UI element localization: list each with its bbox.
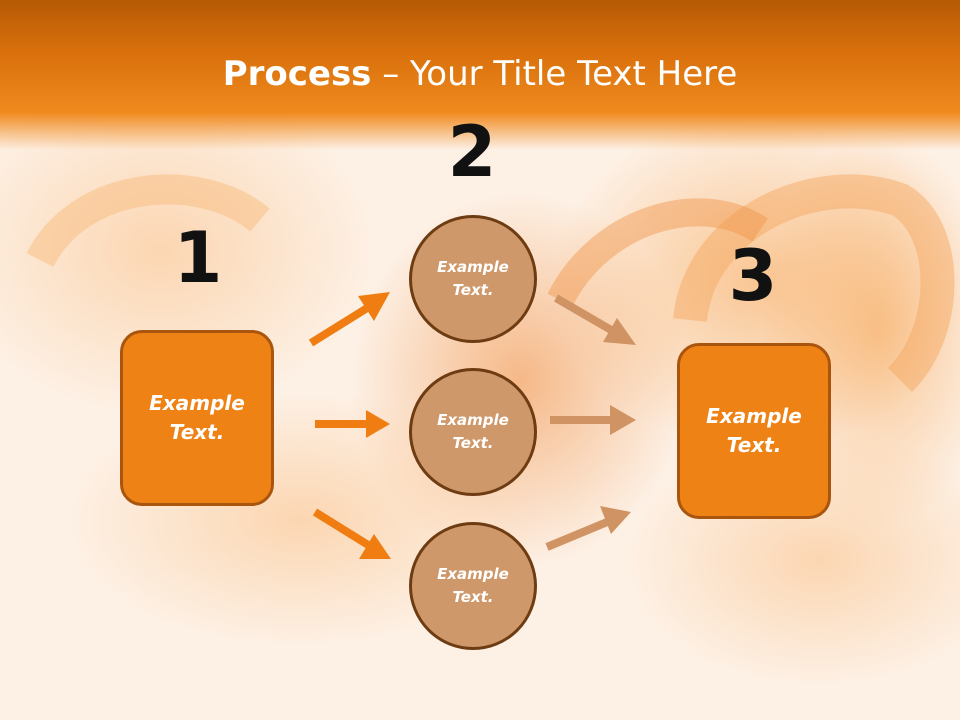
step3-box: Example Text. — [677, 343, 831, 519]
circle-top-text: Example Text. — [437, 258, 509, 299]
title-rest: – Your Title Text Here — [371, 54, 738, 94]
circle-middle-text: Example Text. — [437, 411, 509, 452]
title-bar — [0, 0, 960, 150]
arrow-middle-to-3 — [550, 405, 636, 435]
arrow-top-to-3 — [553, 294, 636, 345]
step1-box: Example Text. — [120, 330, 274, 506]
slide-title: Process – Your Title Text Here — [0, 52, 960, 96]
arrow-1-to-middle — [315, 410, 390, 438]
step2-circle-middle: Example Text. — [409, 368, 537, 496]
arrow-bottom-to-3 — [545, 506, 631, 551]
step2-circle-top: Example Text. — [409, 215, 537, 343]
step-number-3: 3 — [728, 235, 778, 317]
step2-circle-bottom: Example Text. — [409, 522, 537, 650]
circle-bottom-text: Example Text. — [437, 565, 509, 606]
arrow-1-to-top — [308, 292, 390, 347]
arrow-1-to-bottom — [312, 508, 391, 559]
title-bold: Process — [222, 54, 372, 94]
step1-box-text: Example Text. — [149, 391, 245, 444]
step-number-2: 2 — [447, 111, 497, 193]
step3-box-text: Example Text. — [706, 404, 802, 457]
step-number-1: 1 — [173, 217, 223, 299]
